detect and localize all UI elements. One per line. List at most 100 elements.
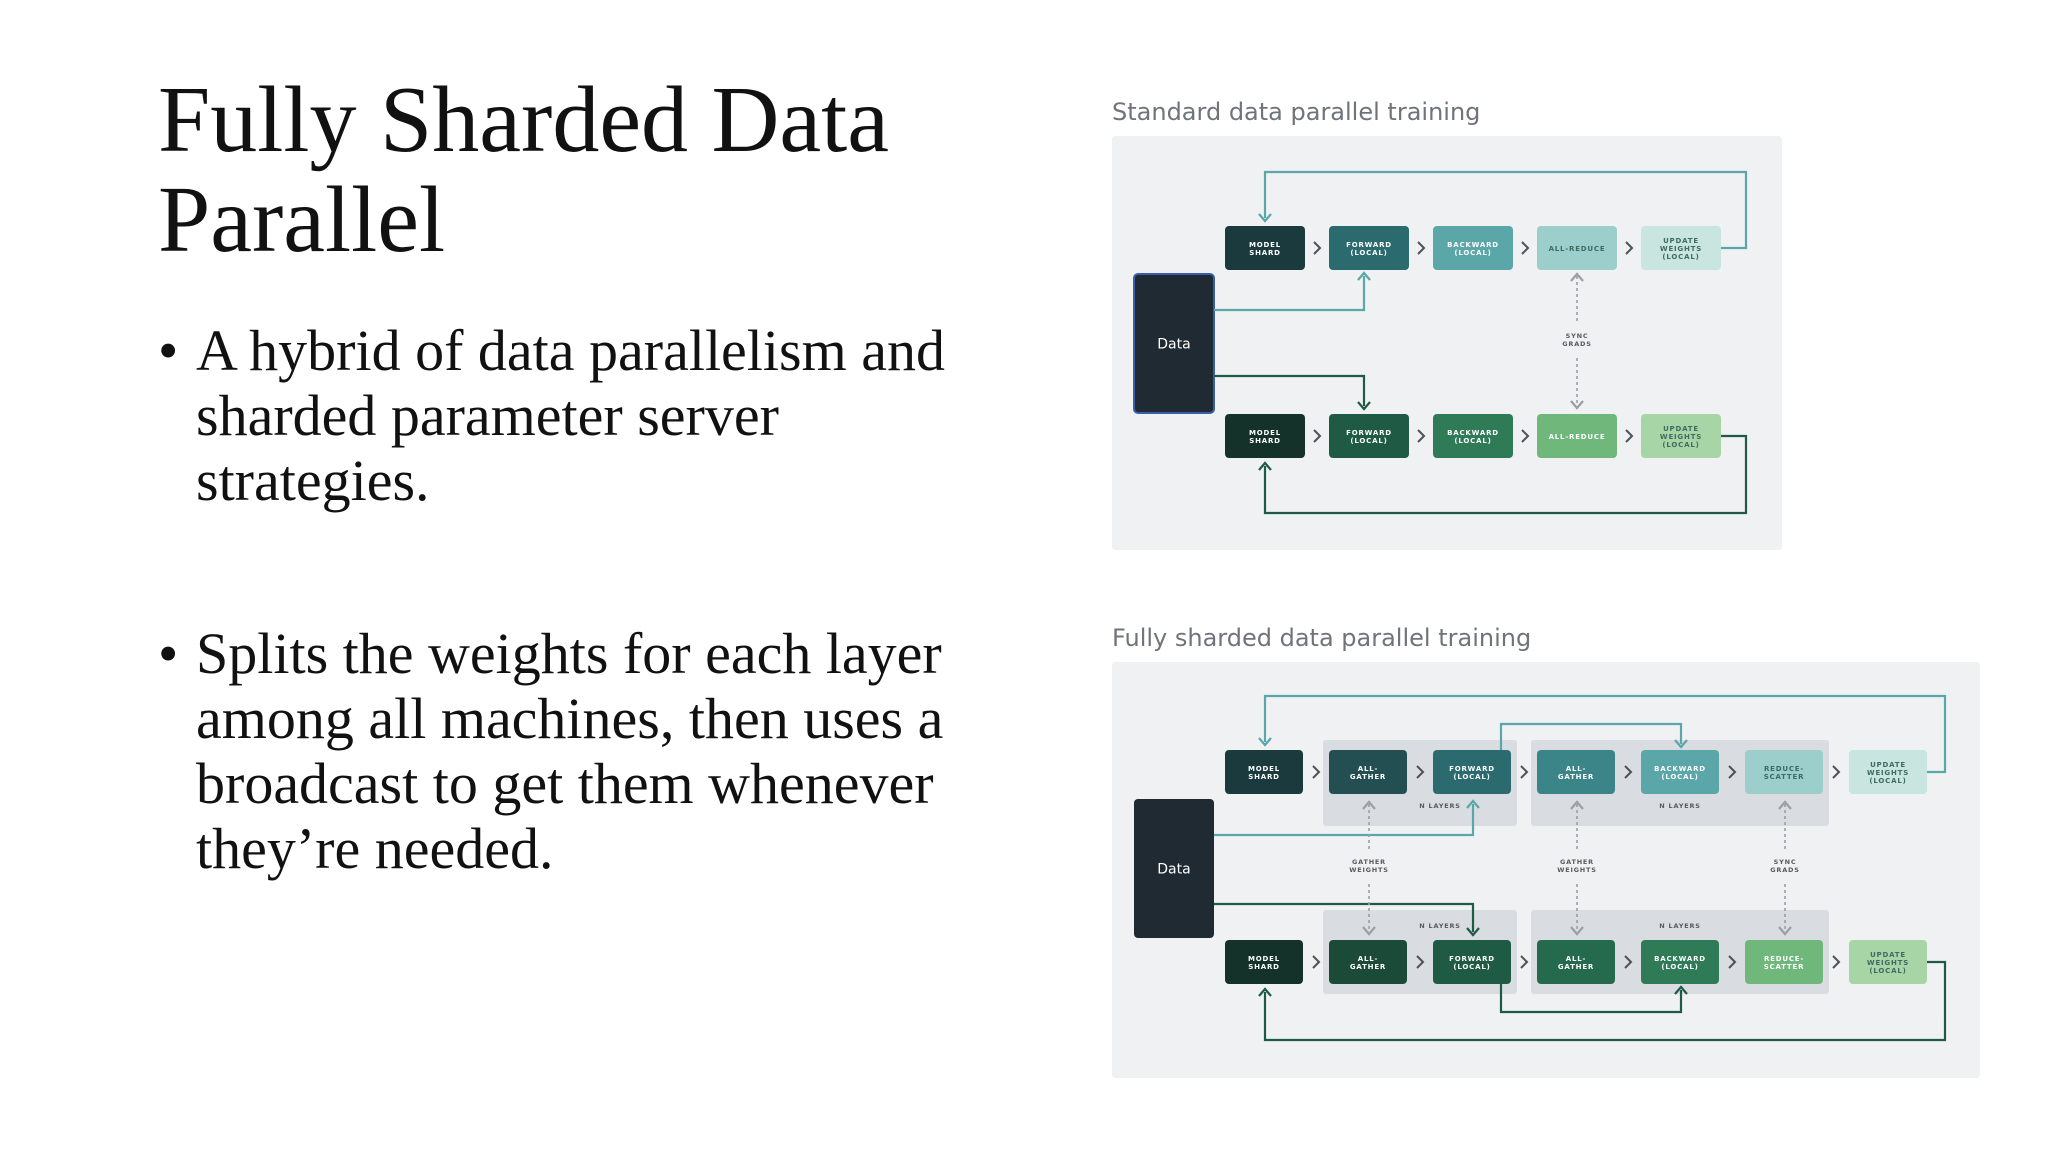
bottom-all-reduce-box <box>1537 414 1617 458</box>
bottom-step-label: SHARD <box>1248 963 1280 971</box>
chevron-right-icon <box>1624 765 1633 779</box>
top-step-label: (LOCAL) <box>1662 253 1699 261</box>
arrow-down-icon <box>1778 926 1792 936</box>
bottom-step-label: WEIGHTS <box>1660 433 1702 441</box>
top-step-label: (LOCAL) <box>1454 249 1491 257</box>
arrow-up-icon <box>1778 800 1792 810</box>
bottom-step-label: FORWARD <box>1346 429 1392 437</box>
top-step-label: FORWARD <box>1346 241 1392 249</box>
bottom-step-label: SCATTER <box>1764 963 1805 971</box>
data-source-label: Data <box>1157 337 1190 353</box>
bottom-step-label: ALL- <box>1358 955 1378 963</box>
top-step-label: UPDATE <box>1663 237 1699 245</box>
top-all-gather-box <box>1329 750 1407 794</box>
top-update-loop-line <box>1263 170 1748 250</box>
bottom-step-label: FORWARD <box>1449 955 1495 963</box>
bottom-step-label: UPDATE <box>1870 951 1906 959</box>
forward-to-backward-line <box>1499 722 1683 750</box>
sync-label: GATHER <box>1352 858 1386 866</box>
bottom-step-label: (LOCAL) <box>1662 441 1699 449</box>
top-step-label: GATHER <box>1350 773 1386 781</box>
top-step-label: BACKWARD <box>1447 241 1499 249</box>
top-step-label: (LOCAL) <box>1350 249 1387 257</box>
top-reduce-scatter-box <box>1745 750 1823 794</box>
bottom-step-label: SHARD <box>1249 437 1281 445</box>
data-source-label: Data <box>1157 862 1190 878</box>
chevron-right-icon <box>1625 429 1634 443</box>
top-backward-local-box <box>1641 750 1719 794</box>
bullet-dot-icon: • <box>158 318 179 383</box>
arrow-up-icon <box>1362 800 1376 810</box>
bullet-dot-icon: • <box>158 621 179 686</box>
top-step-label: UPDATE <box>1870 761 1906 769</box>
bottom-all-gather-box <box>1537 940 1615 984</box>
arrow-up-icon <box>1674 985 1688 995</box>
top-step-label: MODEL <box>1249 241 1281 249</box>
n-layers-label: N LAYERS <box>1419 802 1461 810</box>
sync-grads-label: SYNC <box>1566 332 1589 340</box>
top-step-label: ALL- <box>1358 765 1378 773</box>
arrow-down-icon <box>1570 926 1584 936</box>
chevron-right-icon <box>1832 955 1841 969</box>
bottom-forward-local-box <box>1329 414 1409 458</box>
bottom-backward-local-box <box>1433 414 1513 458</box>
chevron-right-icon <box>1728 955 1737 969</box>
top-step-label: BACKWARD <box>1654 765 1706 773</box>
top-update-loop-line <box>1263 694 1947 774</box>
sync-label: GRADS <box>1770 866 1799 874</box>
top-step-label: ALL- <box>1566 765 1586 773</box>
chevron-right-icon <box>1520 955 1529 969</box>
bottom-step-label: (LOCAL) <box>1350 437 1387 445</box>
top-step-label: ALL-REDUCE <box>1549 245 1606 253</box>
bullet-list: • A hybrid of data parallelism and shard… <box>158 318 958 881</box>
chevron-right-icon <box>1832 765 1841 779</box>
bottom-step-label: MODEL <box>1249 429 1281 437</box>
chevron-right-icon <box>1312 955 1321 969</box>
arrow-down-icon <box>1258 737 1272 747</box>
top-step-label: WEIGHTS <box>1660 245 1702 253</box>
data-source-box <box>1134 799 1214 938</box>
data-to-top-forward-line <box>1214 276 1366 312</box>
forward-to-backward-line <box>1499 984 1683 1014</box>
bottom-step-label: UPDATE <box>1663 425 1699 433</box>
standard-diagram-caption: Standard data parallel training <box>1112 98 1481 126</box>
n-layers-label: N LAYERS <box>1659 922 1701 930</box>
top-step-label: REDUCE- <box>1764 765 1804 773</box>
bottom-step-label: (LOCAL) <box>1869 967 1906 975</box>
bottom-update-weights-local-box <box>1849 940 1927 984</box>
chevron-right-icon <box>1417 241 1426 255</box>
arrow-up-icon <box>1357 271 1371 281</box>
chevron-right-icon <box>1625 241 1634 255</box>
top-step-label: MODEL <box>1248 765 1280 773</box>
bottom-update-loop-line <box>1263 960 1947 1042</box>
data-source-box <box>1133 273 1215 414</box>
top-step-label: WEIGHTS <box>1867 769 1909 777</box>
data-to-bottom-forward-line <box>1214 902 1475 932</box>
arrow-down-icon <box>1466 927 1480 937</box>
top-step-label: (LOCAL) <box>1869 777 1906 785</box>
data-to-top-forward-line <box>1214 804 1475 837</box>
bottom-step-label: ALL-REDUCE <box>1549 433 1606 441</box>
bottom-step-label: GATHER <box>1350 963 1386 971</box>
chevron-right-icon <box>1417 429 1426 443</box>
bottom-model-shard-box <box>1225 940 1303 984</box>
bottom-step-label: (LOCAL) <box>1661 963 1698 971</box>
chevron-right-icon <box>1520 765 1529 779</box>
bottom-step-label: BACKWARD <box>1654 955 1706 963</box>
top-all-gather-box <box>1537 750 1615 794</box>
chevron-right-icon <box>1312 765 1321 779</box>
arrow-up-icon <box>1258 461 1272 471</box>
bottom-step-label: WEIGHTS <box>1867 959 1909 967</box>
bullet-item: • Splits the weights for each layer amon… <box>158 621 958 881</box>
bullet-text: A hybrid of data parallelism and sharded… <box>196 318 945 513</box>
bottom-update-weights-local-box <box>1641 414 1721 458</box>
bullet-item: • A hybrid of data parallelism and shard… <box>158 318 958 513</box>
chevron-right-icon <box>1521 429 1530 443</box>
bottom-step-label: ALL- <box>1566 955 1586 963</box>
top-forward-local-box <box>1329 226 1409 270</box>
bottom-forward-local-box <box>1433 940 1511 984</box>
chevron-right-icon <box>1313 241 1322 255</box>
